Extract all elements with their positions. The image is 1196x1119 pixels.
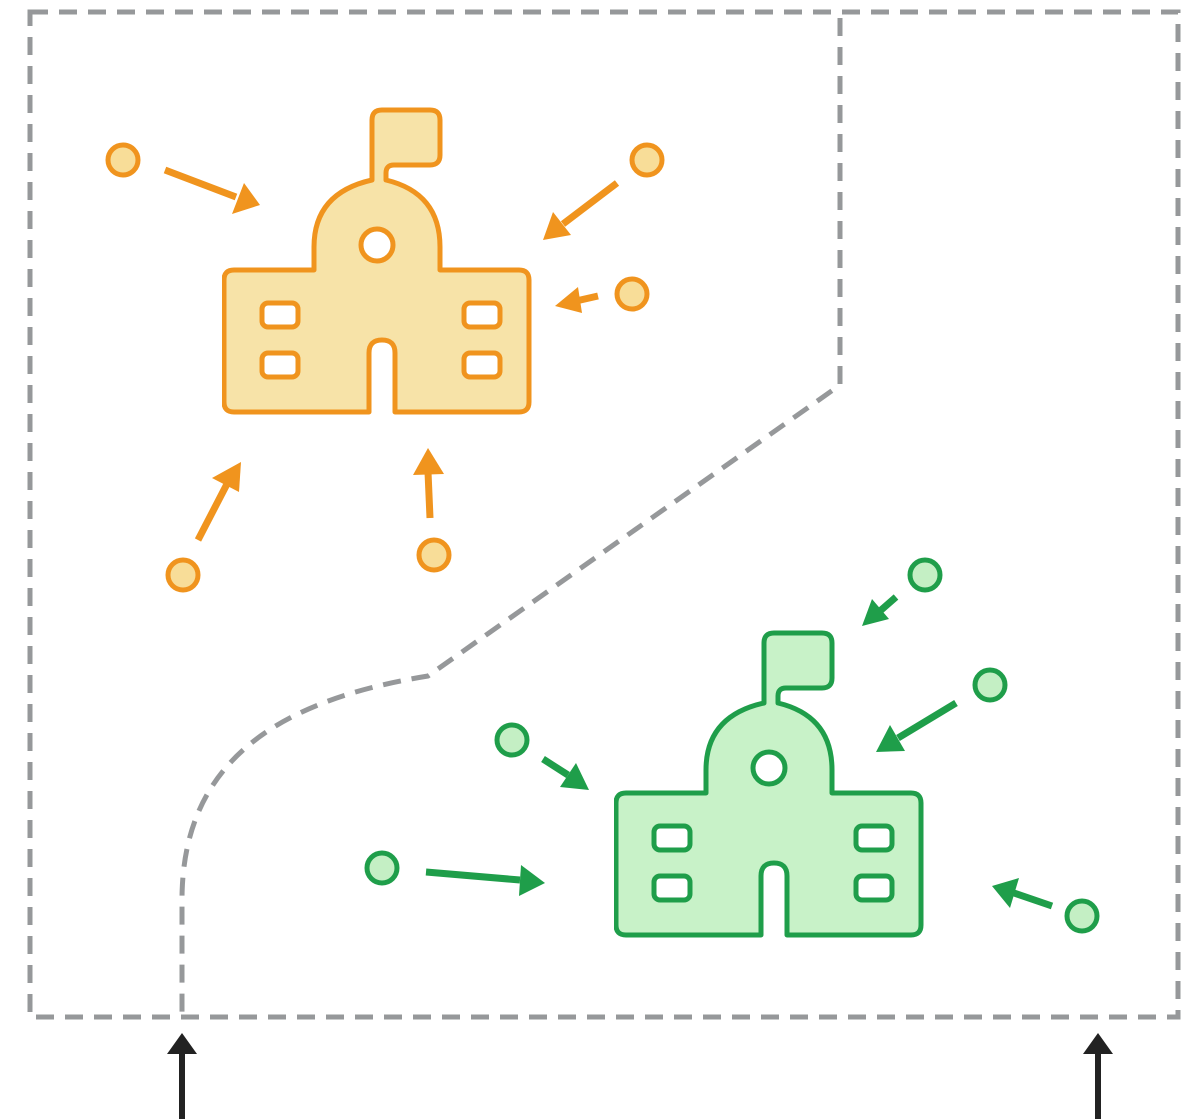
zone-a-arrows [163, 166, 620, 542]
zone-a-students [105, 142, 665, 593]
zone-divider-line [179, 18, 843, 1012]
zone-b-arrow [876, 700, 958, 752]
zone-b-student-dot [364, 850, 400, 886]
zone-a-student-dot [629, 142, 665, 178]
zone-b-group [364, 557, 1100, 935]
zone-b-arrow [425, 865, 545, 896]
zone-b-student-dot [494, 722, 530, 758]
zone-a-arrow [413, 448, 444, 519]
zone-a-arrow [543, 180, 620, 240]
zone-b-arrow [862, 594, 899, 626]
zone-b-student-dot [1064, 898, 1100, 934]
zone-a-arrow [555, 287, 599, 313]
zone-b-students [364, 557, 1100, 934]
zone-a-student-dot [165, 557, 201, 593]
zone-a-student-dot [105, 142, 141, 178]
zone-b-school-icon [616, 633, 921, 935]
zone-a-student-dot [614, 276, 650, 312]
zone-b-arrow [541, 756, 589, 790]
zone-a-arrow [163, 166, 260, 214]
zone-b-student-dot [972, 667, 1008, 703]
district-boundary [27, 9, 1181, 1020]
zone-a-student-dot [416, 537, 452, 573]
zone-a-group [105, 110, 665, 593]
zone-b-arrow [992, 878, 1054, 910]
zone-b-arrows [425, 594, 1054, 910]
zone-b-student-dot [907, 557, 943, 593]
boundary-right-pointer [1083, 1033, 1113, 1119]
boundary-left-pointer [167, 1033, 197, 1119]
zone-a-school-icon [224, 110, 529, 412]
zone-a-arrow [194, 462, 241, 542]
